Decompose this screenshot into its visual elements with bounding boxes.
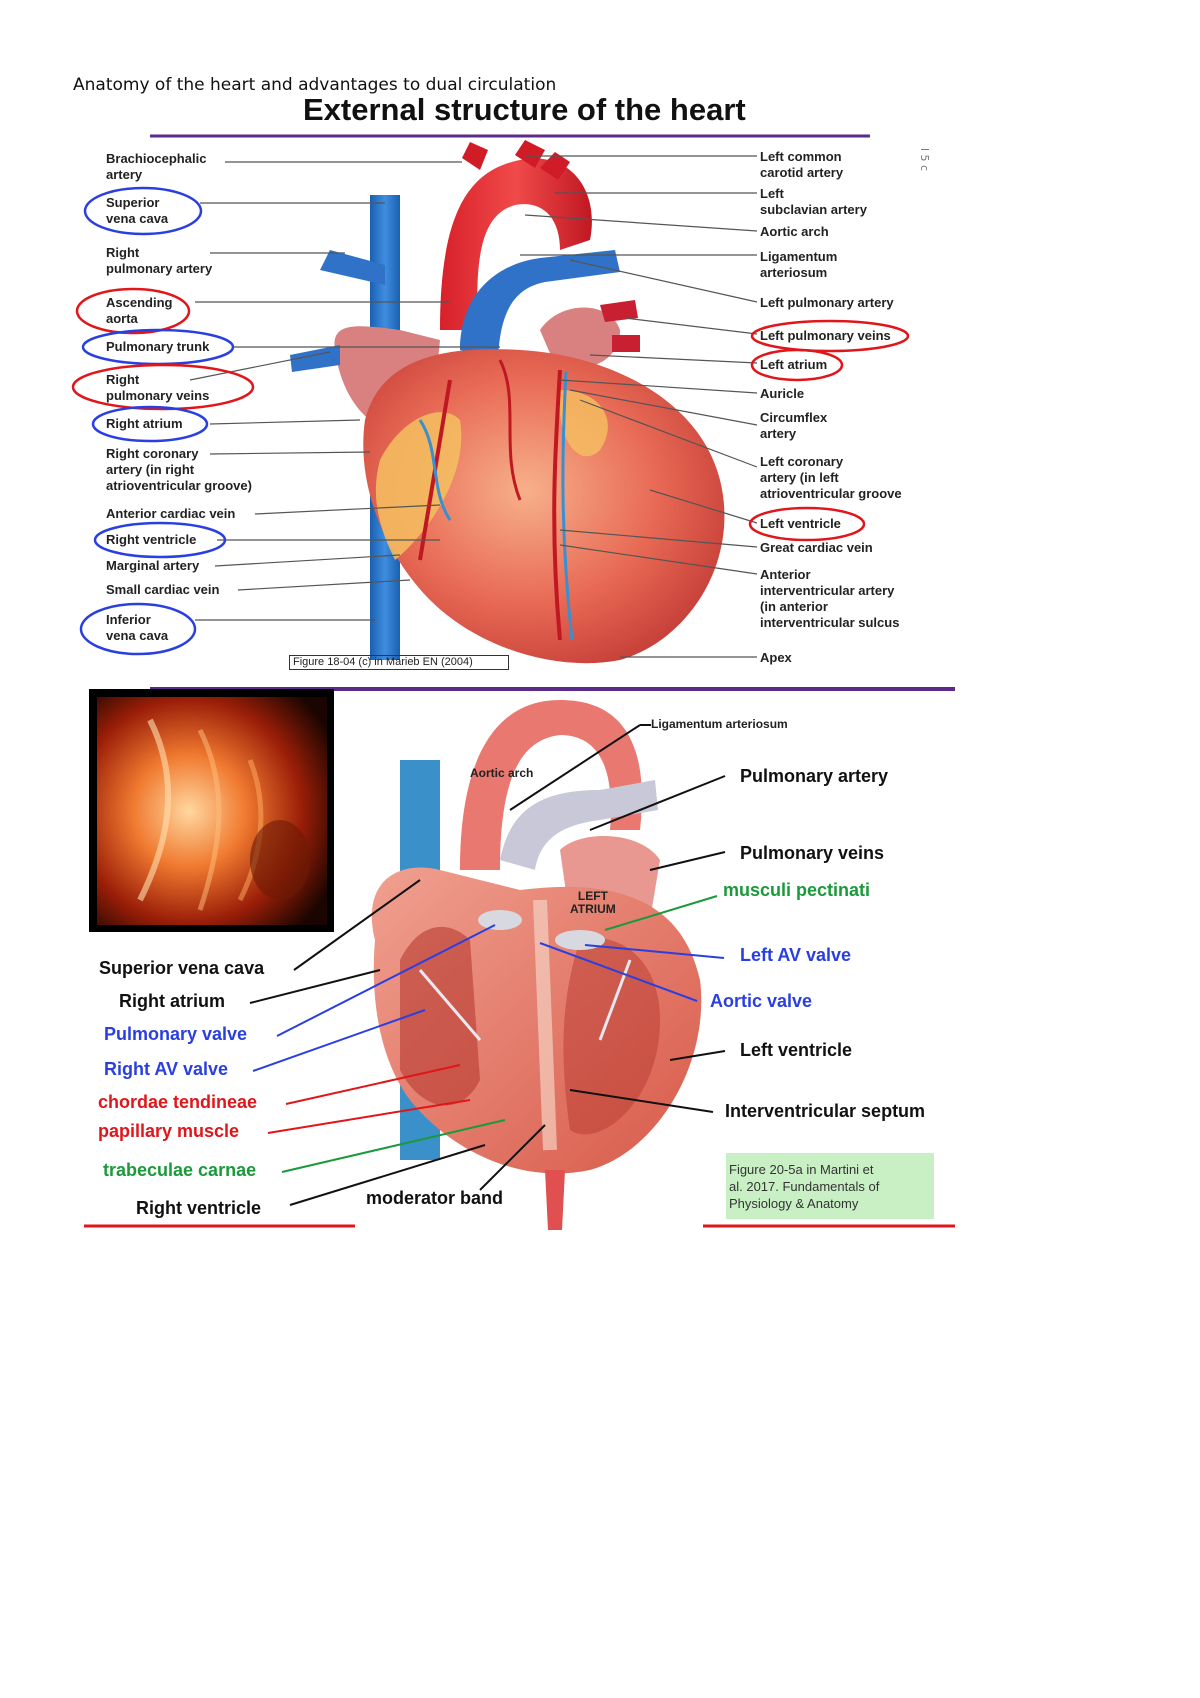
label-interventricular-septum: Interventricular septum xyxy=(725,1101,926,1121)
internal-heart-section xyxy=(371,700,702,1230)
label-musculi-pectinati: musculi pectinati xyxy=(723,880,871,900)
aortic-arch xyxy=(440,158,592,330)
label-pulmonary-veins-2: Pulmonary veins xyxy=(740,843,885,863)
document-title: Anatomy of the heart and advantages to d… xyxy=(73,75,557,95)
label-ascending-aorta: Ascending aorta xyxy=(106,295,173,326)
pulmonary-trunk xyxy=(460,250,620,360)
label-superior-vena-cava: Superior vena cava xyxy=(106,195,169,226)
label-left-ventricle: Left ventricle xyxy=(760,516,841,531)
label-pulmonary-valve: Pulmonary valve xyxy=(104,1024,248,1044)
side-mark: l 5 c xyxy=(918,148,931,172)
label-auricle: Auricle xyxy=(760,386,805,401)
label-ligamentum-arteriosum: Ligamentum arteriosum xyxy=(760,249,838,280)
figure1-title: External structure of the heart xyxy=(303,92,746,127)
label-right-ventricle-2: Right ventricle xyxy=(136,1198,262,1218)
label-aortic-arch: Aortic arch xyxy=(760,224,829,239)
external-heart-drawing xyxy=(290,140,725,664)
label-great-cardiac-vein: Great cardiac vein xyxy=(760,540,873,555)
label-left-pulmonary-artery: Left pulmonary artery xyxy=(760,295,894,310)
label-right-pulmonary-artery: Right pulmonary artery xyxy=(106,245,213,276)
label-left-atrium-2: LEFT ATRIUM xyxy=(570,889,616,916)
label-trabeculae-carnae: trabeculae carnae xyxy=(103,1160,257,1180)
figure1-right-leaders xyxy=(520,155,758,658)
label-circumflex-artery: Circumflex artery xyxy=(760,410,828,441)
label-right-atrium: Right atrium xyxy=(106,416,183,431)
label-right-coronary-artery: Right coronary artery (in right atrioven… xyxy=(106,446,252,493)
label-chordae-tendineae: chordae tendineae xyxy=(98,1092,258,1112)
label-left-pulmonary-veins: Left pulmonary veins xyxy=(760,328,891,343)
label-superior-vena-cava-2: Superior vena cava xyxy=(99,958,265,978)
label-inferior-vena-cava: Inferior vena cava xyxy=(106,612,169,643)
label-anterior-cardiac-vein: Anterior cardiac vein xyxy=(106,506,236,521)
label-papillary-muscle: papillary muscle xyxy=(98,1121,240,1141)
label-aortic-arch-2: Aortic arch xyxy=(470,766,534,780)
label-left-common-carotid-artery: Left common carotid artery xyxy=(760,149,844,180)
figure2-leaders xyxy=(249,724,726,1206)
label-left-atrium: Left atrium xyxy=(760,357,828,372)
figure1-highlight-circles xyxy=(71,186,910,656)
heart-interior-photo xyxy=(97,697,327,925)
label-marginal-artery: Marginal artery xyxy=(106,558,200,573)
figure2-credit: Figure 20-5a in Martini et al. 2017. Fun… xyxy=(726,1153,934,1219)
label-right-av-valve: Right AV valve xyxy=(104,1059,229,1079)
label-left-av-valve: Left AV valve xyxy=(740,945,852,965)
section-aortic-arch xyxy=(460,700,642,870)
label-pulmonary-artery-2: Pulmonary artery xyxy=(740,766,889,786)
label-small-cardiac-vein: Small cardiac vein xyxy=(106,582,220,597)
label-right-pulmonary-veins: Right pulmonary veins xyxy=(106,372,210,403)
label-left-coronary-artery: Left coronary artery (in left atrioventr… xyxy=(760,454,902,501)
label-right-ventricle: Right ventricle xyxy=(106,532,197,547)
label-brachiocephalic-artery: Brachiocephalic artery xyxy=(106,151,207,182)
label-left-ventricle-2: Left ventricle xyxy=(740,1040,853,1060)
label-ligamentum-arteriosum-2: Ligamentum arteriosum xyxy=(651,717,788,731)
left-auricle xyxy=(540,307,620,369)
section-pulmonary-artery xyxy=(500,780,658,870)
label-right-atrium-2: Right atrium xyxy=(119,991,225,1011)
label-anterior-interventricular-artery: Anterior interventricular artery (in ant… xyxy=(760,567,900,630)
figure1-left-leaders xyxy=(189,161,500,621)
label-aortic-valve: Aortic valve xyxy=(710,991,813,1011)
label-left-subclavian-artery: Left subclavian artery xyxy=(760,186,867,217)
label-pulmonary-trunk: Pulmonary trunk xyxy=(106,339,210,354)
label-moderator-band: moderator band xyxy=(366,1188,504,1208)
figure1-credit: Figure 18-04 (c) in Marieb EN (2004) xyxy=(289,655,509,670)
label-apex: Apex xyxy=(760,650,792,665)
